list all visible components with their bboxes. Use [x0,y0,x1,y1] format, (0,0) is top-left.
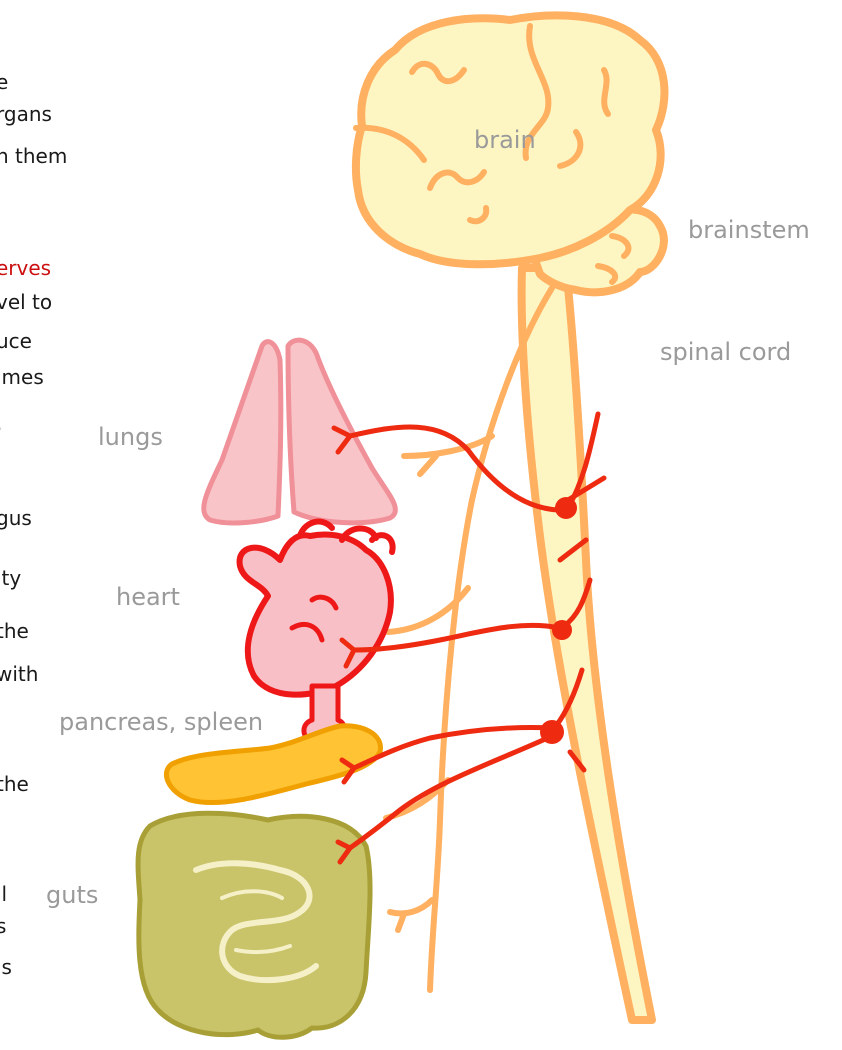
label-guts: guts [46,883,98,907]
label-brain: brain [474,128,536,152]
heart-shape [240,535,391,695]
label-brainstem: brainstem [688,218,810,242]
spinal-cord-shape [522,268,652,1020]
label-lungs: lungs [98,425,163,449]
ganglion-2 [552,620,572,640]
ganglion-1 [555,497,577,519]
label-spinal-cord: spinal cord [660,340,791,364]
label-pancreas-spleen: pancreas, spleen [59,710,263,734]
ganglion-3 [540,720,564,744]
label-heart: heart [116,585,180,609]
lung-left-shape [204,342,281,523]
